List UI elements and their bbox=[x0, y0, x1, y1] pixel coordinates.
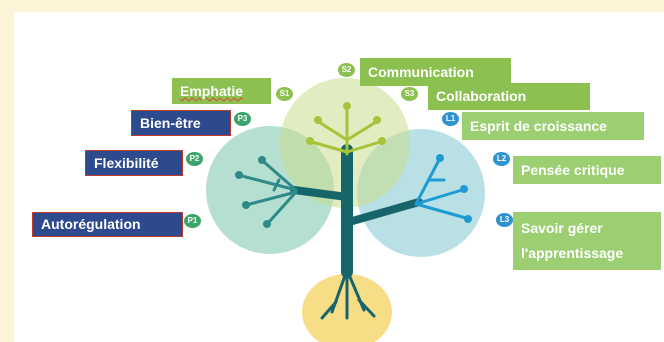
badge-p2: P2 bbox=[186, 152, 203, 166]
label-emphatie: Emphatie bbox=[172, 78, 271, 104]
label-text: Autorégulation bbox=[41, 216, 141, 232]
tree-illustration bbox=[206, 78, 485, 342]
top-branch-dots bbox=[306, 102, 386, 145]
left-branch-dots bbox=[235, 156, 271, 228]
roots bbox=[320, 268, 376, 320]
label-savoir-gerer: Savoir gérer l'apprentissage bbox=[513, 212, 661, 270]
label-communication: Communication bbox=[360, 58, 511, 86]
badge-s1: S1 bbox=[276, 87, 293, 101]
badge-s3: S3 bbox=[401, 87, 418, 101]
right-branches bbox=[414, 158, 468, 220]
top-circle bbox=[280, 78, 410, 208]
label-pensee-critique: Pensée critique bbox=[513, 156, 661, 184]
badge-p1: P1 bbox=[184, 214, 201, 228]
badge-p3: P3 bbox=[234, 112, 251, 126]
label-collaboration: Collaboration bbox=[428, 83, 590, 110]
left-branches bbox=[240, 160, 298, 224]
label-bien-etre: Bien-être bbox=[131, 110, 231, 136]
right-branch-dots bbox=[436, 154, 472, 223]
top-branches bbox=[310, 106, 382, 156]
badge-l1: L1 bbox=[442, 112, 459, 126]
label-autoregulation: Autorégulation bbox=[32, 212, 183, 237]
diagram-canvas: Autorégulation P1 Flexibilité P2 Bien-êt… bbox=[14, 12, 664, 342]
label-flexibilite: Flexibilité bbox=[85, 150, 183, 176]
badge-l3: L3 bbox=[496, 213, 513, 227]
trunk bbox=[290, 144, 423, 278]
badge-l2: L2 bbox=[493, 152, 510, 166]
label-esprit-de-croissance: Esprit de croissance bbox=[462, 112, 644, 140]
badge-s2: S2 bbox=[338, 63, 355, 77]
